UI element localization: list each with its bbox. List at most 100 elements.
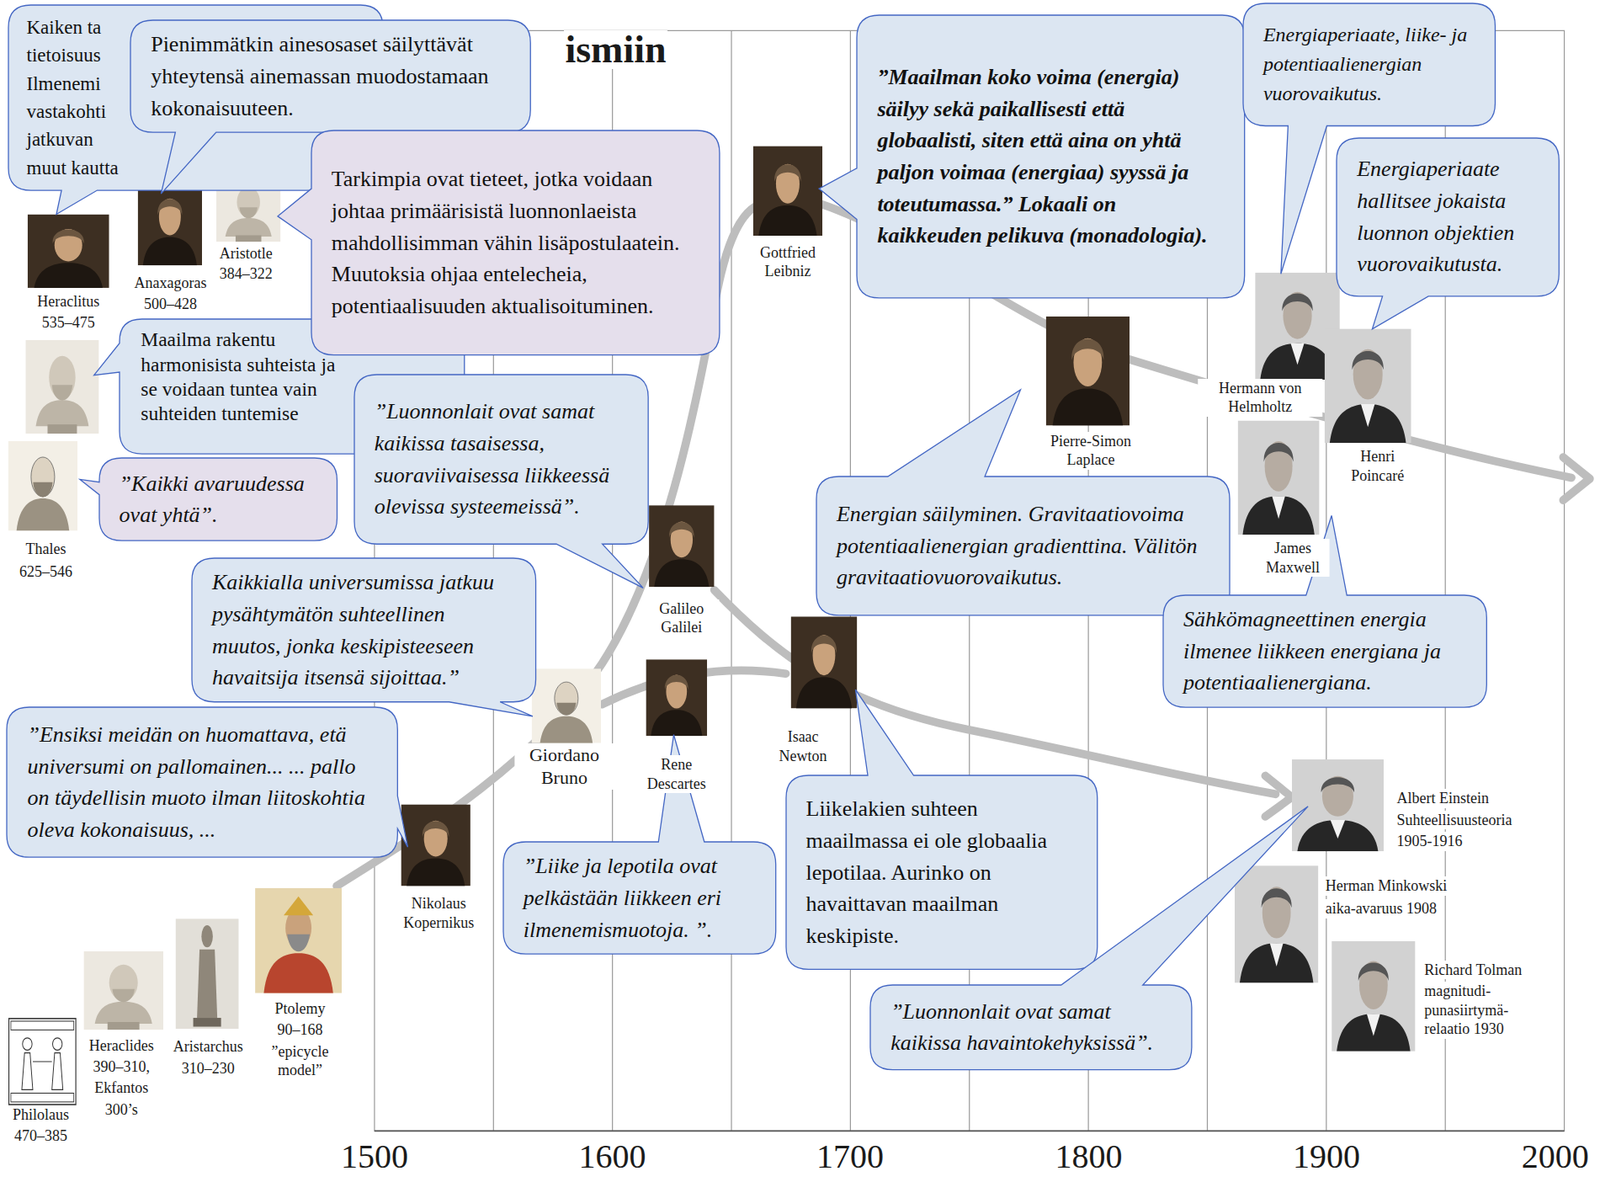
- portrait-caption: Albert Einstein: [1396, 788, 1490, 808]
- bubble-shape: [191, 558, 537, 717]
- callout-bubble: Tarkimpia ovat tieteet, jotka voidaan jo…: [311, 130, 720, 356]
- bubble-shape: [1336, 138, 1559, 330]
- callout-bubble: ”Kaikki avaruudessa ovat yhtä”.: [99, 457, 337, 541]
- portrait-caption: 1905-1916: [1396, 831, 1464, 851]
- bubble-shape: [1163, 515, 1487, 707]
- portrait-caption: Gottfried Leibniz: [745, 243, 830, 282]
- portrait-poincare: [1324, 328, 1412, 443]
- callout-text: ”Luonnonlait ovat samat kaikissa havaint…: [890, 995, 1172, 1059]
- callout-text: Tarkimpia ovat tieteet, jotka voidaan jo…: [331, 163, 700, 322]
- bubble-shape: [786, 690, 1098, 970]
- plot-frame: [374, 30, 1565, 1131]
- callout-bubble: ”Ensiksi meidän on huomattava, etä unive…: [6, 706, 398, 857]
- bubble-outline: [870, 984, 1192, 1070]
- callout-bubble: Energiaperiaate, liike- ja potentiaalien…: [1243, 3, 1495, 126]
- axis-year: 1900: [1291, 1139, 1361, 1174]
- bubble-outline: [856, 15, 1245, 298]
- bubble-shape: [870, 806, 1308, 1070]
- axis-year: 1800: [1054, 1139, 1124, 1174]
- portrait-tolman: [1331, 940, 1415, 1052]
- portrait-anaxagoras: [138, 181, 202, 266]
- timeline-grid: [374, 30, 1565, 1131]
- time-axis: [374, 1130, 1565, 1133]
- portrait-einstein: [1291, 759, 1384, 851]
- callout-bubble: Kaikkialla universumissa jatkuu pysähtym…: [191, 558, 537, 702]
- bubble-shape: [6, 706, 408, 857]
- portrait-caption: Philolaus: [11, 1105, 70, 1125]
- portrait-caption: Ptolemy: [273, 999, 326, 1019]
- portrait-caption: Anaxagoras: [132, 273, 208, 293]
- portrait-aristarchus: [175, 918, 240, 1029]
- callout-bubble: Energiaperiaate hallitsee jokaista luonn…: [1336, 138, 1559, 297]
- portrait-heraclides: [83, 951, 164, 1030]
- portrait-caption: magnitudi- punasiirtymä- relaatio 1930: [1423, 981, 1527, 1039]
- callout-text: ”Liike ja lepotila ovat pelkästään liikk…: [523, 850, 756, 946]
- callout-bubble: Sähkömagneettinen energia ilmenee liikke…: [1163, 595, 1487, 707]
- callout-text: ”Kaikki avaruudessa ovat yhtä”.: [119, 467, 317, 532]
- arrow-head: [1265, 775, 1292, 816]
- callout-bubble: Pienimmätkin ainesosaset säilyttävät yht…: [130, 20, 531, 133]
- callout-text: Pienimmätkin ainesosaset säilyttävät yht…: [150, 28, 511, 124]
- portrait-caption: Isaac Newton: [771, 727, 835, 766]
- callout-text: ”Luonnonlait ovat samat kaikissa tasaise…: [374, 395, 628, 523]
- callout-bubble: ”Luonnonlait ovat samat kaikissa havaint…: [870, 984, 1192, 1070]
- portrait-caption: Rene Descartes: [634, 754, 718, 793]
- portrait-caption: ”epicycle model”: [258, 1041, 342, 1080]
- portrait-pythagoras: [25, 340, 99, 435]
- bubble-shape: [354, 374, 649, 588]
- callout-text: Kaiken ta tietoisuus Ilmenemi vastakohti…: [26, 13, 128, 182]
- portrait-caption: 625–546: [18, 562, 74, 582]
- callout-text: Maailma rakentu harmonisista suhteista j…: [140, 327, 351, 427]
- callout-text: Energiaperiaate, liike- ja potentiaalien…: [1263, 20, 1475, 108]
- portrait-caption: 390–310,: [92, 1057, 152, 1077]
- callout-bubble: Liikelakien suhteen maailmassa ei ole gl…: [786, 775, 1098, 969]
- portrait-thales: [8, 441, 78, 532]
- portrait-caption: Thales: [25, 539, 68, 559]
- portrait-philolaus: [9, 1018, 77, 1105]
- portrait-galilei: [648, 504, 715, 587]
- portrait-kopernikus: [400, 803, 470, 886]
- bubble-shape: [277, 130, 720, 356]
- portrait-caption: Nikolaus Kopernikus: [389, 893, 489, 932]
- callout-text: Liikelakien suhteen maailmassa ei ole gl…: [806, 792, 1078, 952]
- portrait-caption: Hermann von Helmholtz: [1198, 378, 1323, 417]
- portrait-descartes: [645, 659, 707, 736]
- title: ismiin: [563, 30, 667, 70]
- portrait-caption: Galileo Galilei: [643, 599, 719, 638]
- grid-line: [1325, 30, 1327, 1131]
- portrait-caption: 384–322: [218, 264, 274, 284]
- portrait-caption: Heraclides: [88, 1036, 155, 1056]
- portrait-newton: [791, 616, 858, 708]
- grid-line: [1206, 30, 1208, 1131]
- callout-bubble: ”Maailman koko voima (energia) säilyy se…: [856, 15, 1245, 298]
- callout-bubble: Energian säilyminen. Gravitaatiovoima po…: [816, 476, 1230, 616]
- portrait-bruno: [531, 668, 601, 744]
- axis-year: 2000: [1520, 1139, 1590, 1174]
- bubble-outline: [99, 457, 337, 541]
- portrait-caption: Pierre-Simon Laplace: [1031, 431, 1150, 470]
- grid-line: [611, 30, 613, 1131]
- portrait-aristotle: [216, 175, 281, 243]
- axis-year: 1600: [577, 1139, 647, 1174]
- arrow-head: [1562, 457, 1590, 500]
- bubble-shape: [816, 389, 1230, 616]
- portrait-minkowski: [1234, 865, 1319, 983]
- portrait-caption: Richard Tolman: [1423, 960, 1523, 980]
- portrait-caption: 90–168: [276, 1020, 324, 1040]
- bubble-shape: [819, 15, 1246, 298]
- portrait-caption: Herman Minkowski: [1324, 876, 1448, 896]
- portrait-caption: Ekfantos: [93, 1078, 149, 1098]
- portrait-caption: James Maxwell: [1256, 538, 1330, 577]
- bubble-shape: [503, 734, 777, 954]
- portrait-caption: 310–230: [180, 1058, 236, 1079]
- portrait-heraclitus: [27, 214, 110, 288]
- portrait-caption: Giordano Bruno: [515, 743, 614, 790]
- axis-year: 1500: [340, 1139, 410, 1174]
- portrait-maxwell: [1238, 420, 1320, 536]
- callout-text: Kaikkialla universumissa jatkuu pysähtym…: [212, 566, 516, 694]
- portrait-ptolemy: [255, 887, 342, 994]
- portrait-caption: Suhteellisuusteoria: [1396, 810, 1514, 830]
- portrait-caption: Henri Poincaré: [1338, 446, 1417, 485]
- portrait-caption: 500–428: [143, 294, 198, 314]
